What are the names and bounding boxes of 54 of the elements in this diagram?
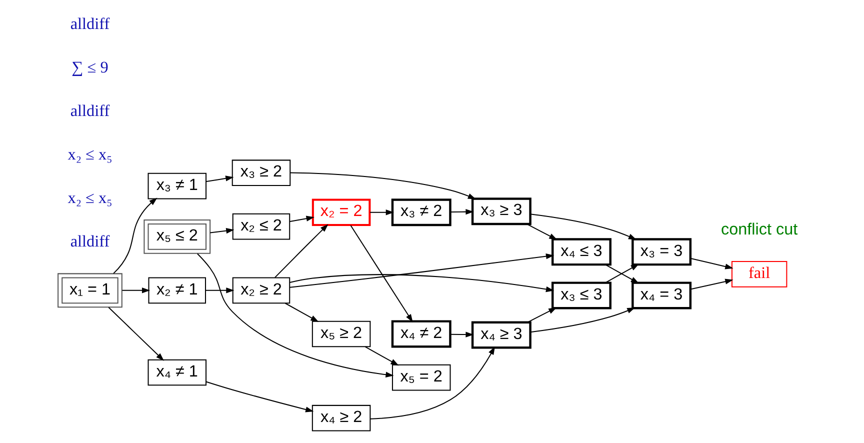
label: conflict cut xyxy=(721,220,798,238)
arrow xyxy=(285,302,319,322)
node-box: x₂ = 2 xyxy=(312,198,371,226)
node-box: x₃ ≠ 1 xyxy=(148,172,207,200)
node-box: x₂ ≠ 1 xyxy=(148,277,206,304)
arrow xyxy=(290,216,314,222)
arrow xyxy=(290,172,476,200)
node-box: x₄ ≥ 3 xyxy=(471,321,532,349)
label: alldiff xyxy=(70,232,110,251)
arrow xyxy=(206,288,234,294)
label: x₂ ≤ x₅ xyxy=(68,145,112,164)
node-box: x₂ ≥ 2 xyxy=(232,277,290,304)
arrow xyxy=(197,253,394,378)
arrow xyxy=(365,346,399,366)
node-box: x₄ ≥ 2 xyxy=(312,404,371,432)
arrow xyxy=(210,228,234,234)
arrow xyxy=(450,208,474,215)
node-box: x₃ ≤ 3 xyxy=(551,282,612,310)
node-box: x₄ = 3 xyxy=(632,282,692,310)
arrow xyxy=(526,224,558,240)
arrow xyxy=(370,346,495,420)
arrow xyxy=(290,254,554,288)
node-box: x₃ ≥ 3 xyxy=(471,198,532,226)
arrow xyxy=(122,288,150,294)
node-box: x₅ ≤ 2 xyxy=(144,219,211,254)
node-box: x₄ ≠ 2 xyxy=(391,320,452,348)
node-box: x₅ = 2 xyxy=(392,364,451,391)
arrow xyxy=(450,332,474,338)
node-box: x₁ = 1 xyxy=(58,273,122,308)
arrow xyxy=(690,278,734,290)
arrow xyxy=(370,210,394,216)
node-box: fail xyxy=(731,261,788,288)
node-box: x₃ ≠ 2 xyxy=(391,198,452,226)
arrow xyxy=(530,214,637,240)
arrow xyxy=(527,307,557,323)
node-box: x₄ ≤ 3 xyxy=(551,238,612,266)
arrow xyxy=(108,307,164,361)
node-box: x₃ = 3 xyxy=(632,238,692,266)
arrow xyxy=(350,225,413,322)
node-box: x₅ ≥ 2 xyxy=(312,320,371,348)
node-box: x₃ ≥ 2 xyxy=(232,160,291,186)
label: alldiff xyxy=(70,102,110,120)
arrow xyxy=(274,224,328,278)
arrow xyxy=(690,258,734,270)
label: ∑ ≤ 9 xyxy=(72,58,108,76)
arrow xyxy=(113,198,158,274)
node-box: x₂ ≤ 2 xyxy=(232,213,290,240)
node-box: x₄ ≠ 1 xyxy=(148,359,207,386)
arrow xyxy=(530,308,636,333)
arrow xyxy=(206,176,234,182)
arrow xyxy=(206,381,314,412)
label: alldiff xyxy=(70,14,110,33)
label: x₂ ≤ x₅ xyxy=(68,189,112,208)
arrow xyxy=(290,274,554,292)
